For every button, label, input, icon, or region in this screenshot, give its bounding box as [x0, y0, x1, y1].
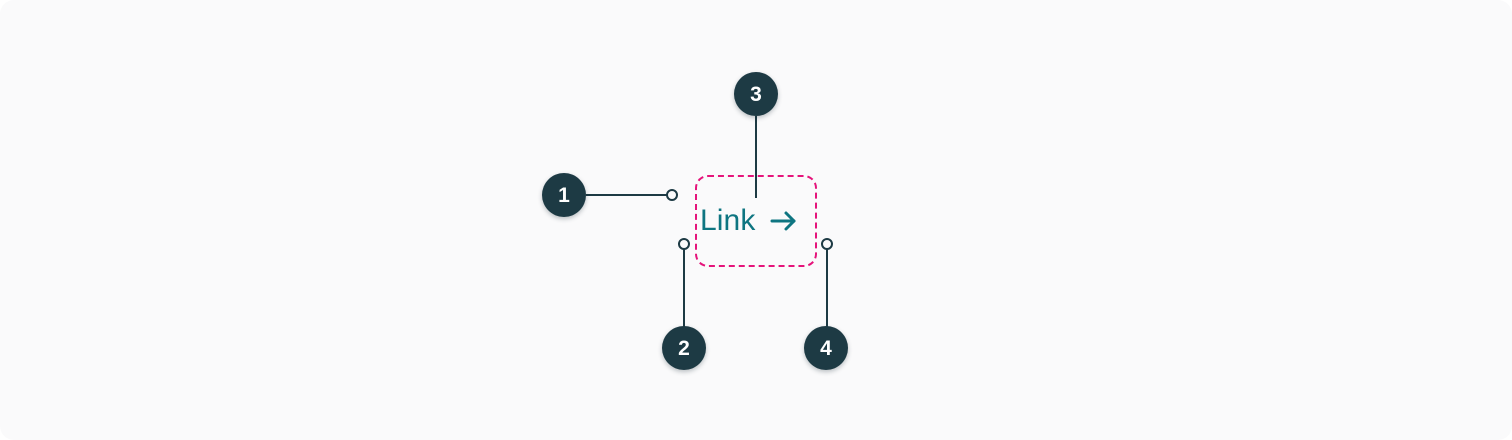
endpoint-dot-2: [678, 238, 690, 250]
link-component[interactable]: Link: [700, 206, 799, 236]
callout-badge-4[interactable]: 4: [804, 326, 848, 370]
endpoint-dot-4: [821, 238, 833, 250]
callout-badge-4-number: 4: [820, 336, 832, 360]
endpoint-dot-1: [666, 189, 678, 201]
leader-line-1: [586, 189, 678, 201]
callout-badge-2-number: 2: [678, 336, 690, 360]
callout-badge-3[interactable]: 3: [734, 72, 778, 116]
callout-badge-3-number: 3: [750, 82, 762, 106]
callout-badge-1-number: 1: [558, 183, 570, 207]
link-label: Link: [700, 204, 756, 237]
arrow-right-icon: [769, 206, 799, 236]
leader-line-2: [678, 238, 690, 328]
selection-outline: [695, 175, 817, 267]
callout-badge-2[interactable]: 2: [662, 326, 706, 370]
callout-badge-1[interactable]: 1: [542, 173, 586, 217]
leader-line-4: [821, 238, 833, 328]
